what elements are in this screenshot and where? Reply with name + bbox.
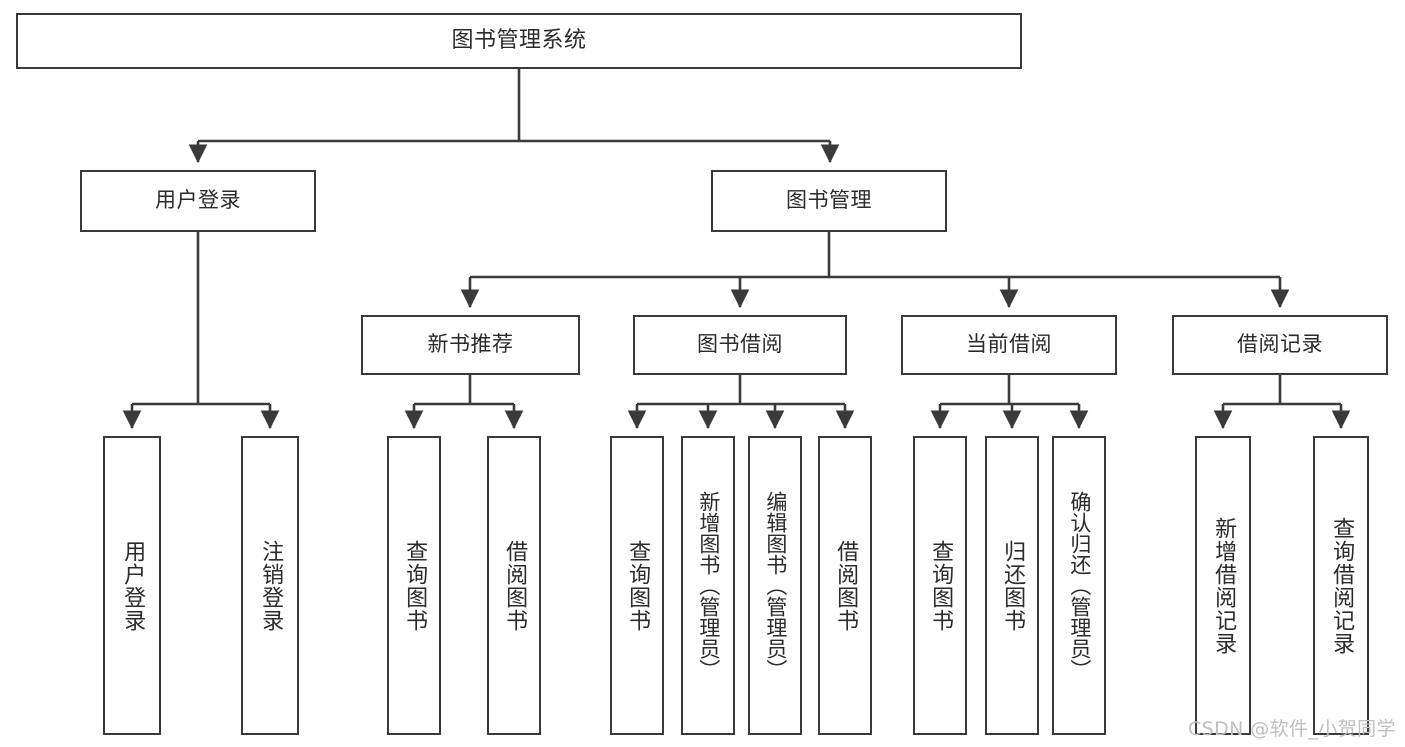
node-root[interactable]: 图书管理系统 (16, 13, 1022, 69)
node-level2-new-book-recommend[interactable]: 新书推荐 (361, 315, 580, 375)
node-level2-book-borrow[interactable]: 图书借阅 (633, 315, 847, 375)
node-leaf-return-book[interactable]: 归还图书 (985, 436, 1039, 735)
node-leaf-logout[interactable]: 注销登录 (241, 436, 299, 735)
csdn-watermark: CSDN @软件_小贺同学 (1188, 718, 1396, 740)
node-leaf-user-login[interactable]: 用户登录 (103, 436, 161, 735)
node-leaf-edit-book-admin[interactable]: 编辑图书（管理员） (748, 436, 802, 735)
node-level1-book-management[interactable]: 图书管理 (711, 170, 947, 232)
node-level2-borrow-record[interactable]: 借阅记录 (1172, 315, 1388, 375)
node-level1-user-login[interactable]: 用户登录 (80, 170, 316, 232)
node-leaf-query-book-borrow[interactable]: 查询图书 (610, 436, 664, 735)
node-level2-current-borrow[interactable]: 当前借阅 (901, 315, 1117, 375)
node-leaf-query-book-current[interactable]: 查询图书 (913, 436, 967, 735)
node-leaf-borrow-book-recommend[interactable]: 借阅图书 (487, 436, 541, 735)
node-leaf-query-book-recommend[interactable]: 查询图书 (387, 436, 441, 735)
node-leaf-borrow-book[interactable]: 借阅图书 (818, 436, 872, 735)
node-leaf-add-book-admin[interactable]: 新增图书（管理员） (681, 436, 735, 735)
node-leaf-query-borrow-record[interactable]: 查询借阅记录 (1313, 436, 1369, 735)
node-leaf-add-borrow-record[interactable]: 新增借阅记录 (1195, 436, 1251, 735)
node-leaf-confirm-return-admin[interactable]: 确认归还（管理员） (1052, 436, 1106, 735)
